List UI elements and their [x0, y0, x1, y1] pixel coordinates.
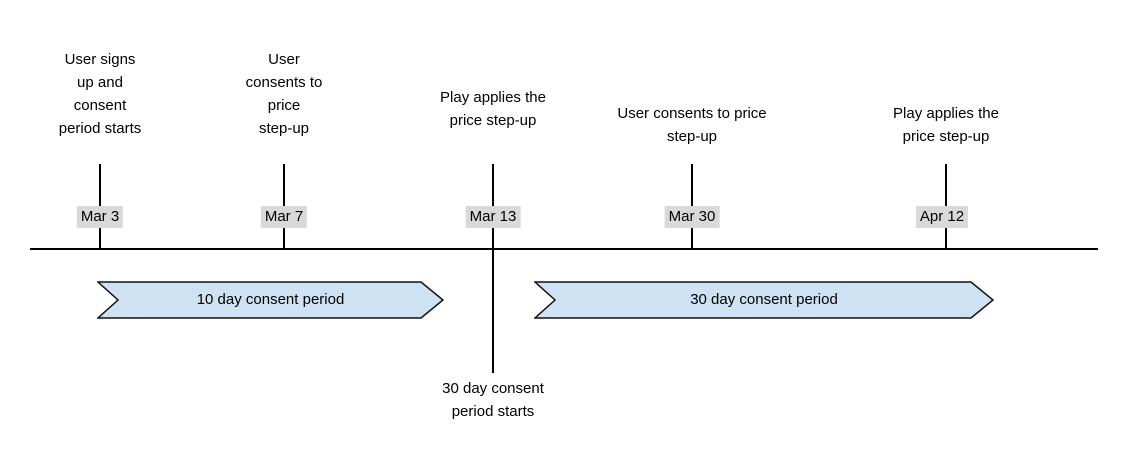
event-label-consent-2: User consents to price step-up [617, 105, 767, 145]
period-arrow-30day [534, 281, 994, 319]
period-arrow-30day-shape [534, 281, 994, 319]
event-label-signup: User signs up and consent period starts [58, 51, 142, 137]
consent-start-footnote: 30 day consent period starts [442, 380, 544, 420]
date-badge-mar7: Mar 7 [260, 206, 308, 228]
timeline-axis [30, 248, 1098, 250]
period-label-30day: 30 day consent period [690, 291, 838, 308]
event-label-consent-1: User consents to price step-up [245, 51, 323, 137]
date-badge-mar3: Mar 3 [76, 206, 124, 228]
period-label-10day: 10 day consent period [196, 291, 345, 308]
event-label-apply-2: Play applies the price step-up [893, 105, 999, 145]
consent-start-connector-line [492, 250, 494, 373]
event-label-apply-1: Play applies the price step-up [440, 89, 546, 129]
period-arrow-10day-shape [97, 281, 444, 319]
period-arrow-10day [97, 281, 444, 319]
date-badge-apr12: Apr 12 [915, 206, 969, 228]
date-badge-mar13: Mar 13 [465, 206, 521, 228]
date-badge-mar30: Mar 30 [664, 206, 720, 228]
